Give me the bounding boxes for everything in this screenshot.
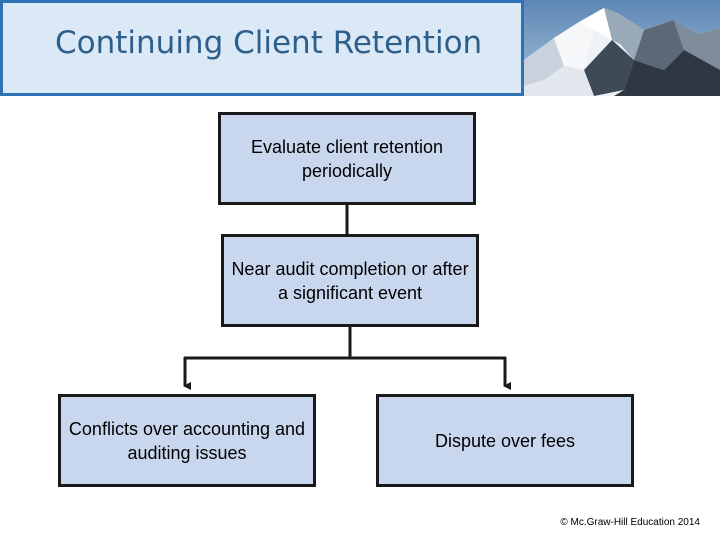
title-banner: Continuing Client Retention <box>0 0 524 96</box>
box-fee-dispute-label: Dispute over fees <box>434 430 576 451</box>
box-fee-dispute: Dispute over fees <box>376 394 634 487</box>
box-evaluate-retention: Evaluate client retention periodically <box>218 112 476 205</box>
box-audit-completion: Near audit completion or after a signifi… <box>221 234 479 327</box>
copyright-footer: © Mc.Graw-Hill Education 2014 <box>560 517 700 528</box>
box-audit-completion-label: Near audit completion or after a signifi… <box>231 258 469 303</box>
mountain-photo <box>524 0 720 96</box>
slide-title: Continuing Client Retention <box>55 25 483 61</box>
box-conflicts-label: Conflicts over accounting and auditing i… <box>68 418 306 463</box>
box-evaluate-retention-label: Evaluate client retention periodically <box>250 136 444 181</box>
box-conflicts: Conflicts over accounting and auditing i… <box>58 394 316 487</box>
